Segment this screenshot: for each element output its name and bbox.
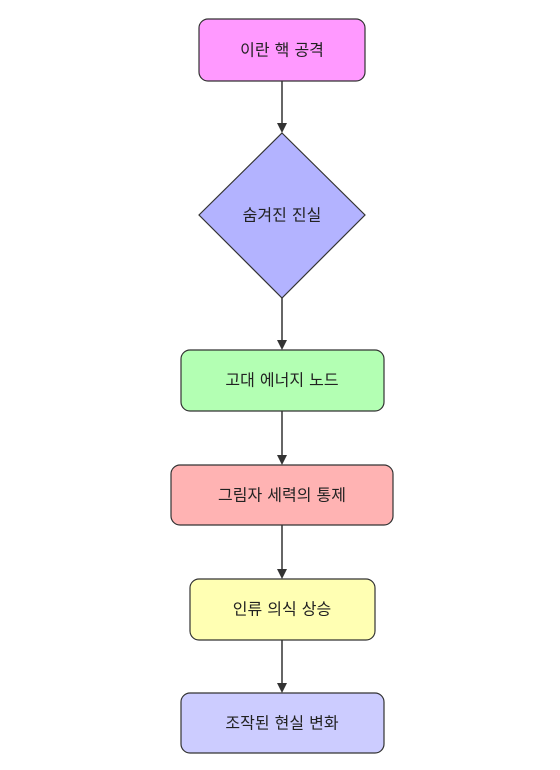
node-shadow-forces-control: 그림자 세력의 통제 — [170, 464, 394, 526]
node-shape — [189, 578, 376, 641]
node-iran-nuclear-attack: 이란 핵 공격 — [198, 18, 366, 82]
node-label: 이란 핵 공격 — [240, 41, 324, 60]
node-label: 숨겨진 진실 — [243, 206, 322, 225]
node-label: 인류 의식 상승 — [233, 600, 332, 619]
node-label: 그림자 세력의 통제 — [218, 486, 346, 505]
node-hidden-truth: 숨겨진 진실 — [198, 132, 366, 299]
node-shape — [170, 464, 394, 526]
node-shape — [198, 132, 366, 299]
node-human-consciousness-rise: 인류 의식 상승 — [189, 578, 376, 641]
node-ancient-energy-node: 고대 에너지 노드 — [180, 349, 385, 412]
node-shape — [180, 692, 385, 754]
node-manipulated-reality-change: 조작된 현실 변화 — [180, 692, 385, 754]
node-label: 조작된 현실 변화 — [225, 714, 338, 733]
node-label: 고대 에너지 노드 — [225, 371, 338, 390]
node-shape — [198, 18, 366, 82]
node-shape — [180, 349, 385, 412]
